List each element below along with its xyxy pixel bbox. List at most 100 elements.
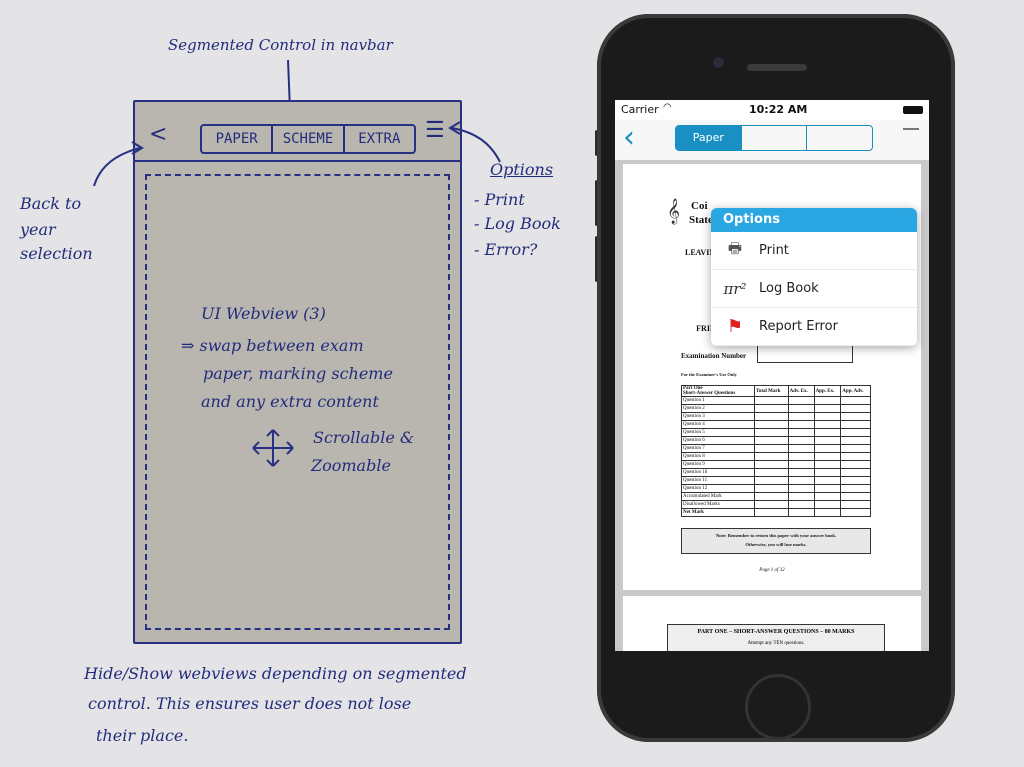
marks-entry-cell[interactable] xyxy=(787,484,815,493)
marks-entry-cell[interactable] xyxy=(787,412,815,421)
marks-entry-cell[interactable] xyxy=(787,420,815,429)
marks-entry-cell[interactable] xyxy=(840,428,871,437)
segment-scheme[interactable] xyxy=(740,126,807,150)
header-line-2: State xyxy=(689,214,713,226)
exam-page-1: 𝄞 Coi State LEAVIN GEOGRAPHY – HIGHER LE… xyxy=(623,164,921,590)
back-chevron-icon[interactable]: ‹ xyxy=(623,120,635,155)
sketch-webview-area xyxy=(145,174,450,630)
marks-entry-cell[interactable] xyxy=(754,412,789,421)
note-line-1: Note: Remember to return this paper with… xyxy=(715,533,837,538)
marks-entry-cell[interactable] xyxy=(787,492,815,501)
marks-entry-cell[interactable] xyxy=(840,396,871,405)
segment-extra[interactable] xyxy=(806,126,872,150)
marks-entry-cell[interactable] xyxy=(840,444,871,453)
marks-row-label: Question 11 xyxy=(681,476,755,485)
segment-paper[interactable]: Paper xyxy=(676,126,741,150)
marks-entry-cell[interactable] xyxy=(840,412,871,421)
marks-entry-cell[interactable] xyxy=(787,476,815,485)
marks-entry-cell[interactable] xyxy=(754,476,789,485)
marks-row-label: Question 8 xyxy=(681,452,755,461)
exam-number-box[interactable] xyxy=(757,345,853,363)
menu-item-print-label: Print xyxy=(759,243,789,258)
marks-row-label: Question 10 xyxy=(681,468,755,477)
marks-entry-cell[interactable] xyxy=(754,436,789,445)
marks-entry-cell[interactable] xyxy=(813,500,842,509)
marks-entry-cell[interactable] xyxy=(813,484,842,493)
marks-entry-cell[interactable] xyxy=(813,396,842,405)
marks-entry-cell[interactable] xyxy=(787,468,815,477)
marks-entry-cell[interactable] xyxy=(754,500,789,509)
marks-entry-cell[interactable] xyxy=(813,428,842,437)
annotation-back-line-2: year xyxy=(20,220,56,239)
marks-entry-cell[interactable] xyxy=(840,484,871,493)
marks-entry-cell[interactable] xyxy=(787,500,815,509)
menu-icon[interactable] xyxy=(903,128,919,130)
marks-entry-cell[interactable] xyxy=(787,436,815,445)
note-line-2: Otherwise, you will lose marks. xyxy=(745,542,807,547)
marks-entry-cell[interactable] xyxy=(840,404,871,413)
marks-entry-cell[interactable] xyxy=(787,508,815,517)
menu-item-report-error[interactable]: ⚑ Report Error xyxy=(711,308,917,346)
marks-entry-cell[interactable] xyxy=(754,444,789,453)
menu-item-print[interactable]: 🖶 Print xyxy=(711,232,917,270)
marks-entry-cell[interactable] xyxy=(840,476,871,485)
menu-item-report-error-label: Report Error xyxy=(759,319,838,334)
marks-entry-cell[interactable] xyxy=(813,492,842,501)
marks-entry-cell[interactable] xyxy=(840,436,871,445)
marks-entry-cell[interactable] xyxy=(813,420,842,429)
marks-entry-cell[interactable] xyxy=(813,476,842,485)
marks-entry-cell[interactable] xyxy=(840,468,871,477)
marks-entry-cell[interactable] xyxy=(840,500,871,509)
sketch-back-button: < xyxy=(149,122,168,147)
marks-entry-cell[interactable] xyxy=(813,468,842,477)
marks-entry-cell[interactable] xyxy=(754,420,789,429)
home-button[interactable] xyxy=(745,674,811,740)
marks-entry-cell[interactable] xyxy=(787,452,815,461)
marks-entry-cell[interactable] xyxy=(787,396,815,405)
marks-entry-cell[interactable] xyxy=(813,436,842,445)
marks-entry-cell[interactable] xyxy=(840,508,871,517)
marks-entry-cell[interactable] xyxy=(754,460,789,469)
marks-entry-cell[interactable] xyxy=(813,404,842,413)
marks-entry-cell[interactable] xyxy=(754,396,789,405)
marks-table-header-cell: App. Ex. xyxy=(813,385,842,397)
marks-entry-cell[interactable] xyxy=(754,404,789,413)
marks-entry-cell[interactable] xyxy=(813,444,842,453)
marks-entry-cell[interactable] xyxy=(840,420,871,429)
marks-table-row: Question 10 xyxy=(681,468,871,477)
examiner-use-label: For the Examiner's Use Only xyxy=(681,372,737,377)
marks-table-row: Disallowed Marks xyxy=(681,500,871,509)
marks-entry-cell[interactable] xyxy=(840,492,871,501)
document-webview[interactable]: 𝄞 Coi State LEAVIN GEOGRAPHY – HIGHER LE… xyxy=(615,160,929,651)
marks-table-row: Question 8 xyxy=(681,452,871,461)
menu-item-log-book[interactable]: πr² Log Book xyxy=(711,270,917,308)
sketch-menu-icon: ☰ xyxy=(425,118,445,143)
sketch-webview-line-4: and any extra content xyxy=(201,392,379,411)
marks-entry-cell[interactable] xyxy=(754,484,789,493)
marks-table-row: Question 1 xyxy=(681,396,871,405)
marks-entry-cell[interactable] xyxy=(754,492,789,501)
marks-row-label: Question 3 xyxy=(681,412,755,421)
marks-entry-cell[interactable] xyxy=(840,460,871,469)
sketch-webview-line-1: UI Webview (3) xyxy=(201,304,326,323)
marks-entry-cell[interactable] xyxy=(754,468,789,477)
marks-entry-cell[interactable] xyxy=(813,452,842,461)
marks-entry-cell[interactable] xyxy=(787,460,815,469)
front-camera xyxy=(713,57,724,68)
leaving-cert-label: LEAVIN xyxy=(685,248,716,257)
marks-table-row: Question 5 xyxy=(681,428,871,437)
marks-entry-cell[interactable] xyxy=(754,452,789,461)
marks-entry-cell[interactable] xyxy=(813,508,842,517)
marks-entry-cell[interactable] xyxy=(754,428,789,437)
marks-entry-cell[interactable] xyxy=(813,460,842,469)
marks-entry-cell[interactable] xyxy=(787,404,815,413)
sketch-scroll-line-2: Zoomable xyxy=(311,456,391,475)
marks-entry-cell[interactable] xyxy=(754,508,789,517)
marks-entry-cell[interactable] xyxy=(787,444,815,453)
printer-icon: 🖶 xyxy=(727,239,743,257)
marks-entry-cell[interactable] xyxy=(813,412,842,421)
marks-entry-cell[interactable] xyxy=(840,452,871,461)
marks-entry-cell[interactable] xyxy=(787,428,815,437)
